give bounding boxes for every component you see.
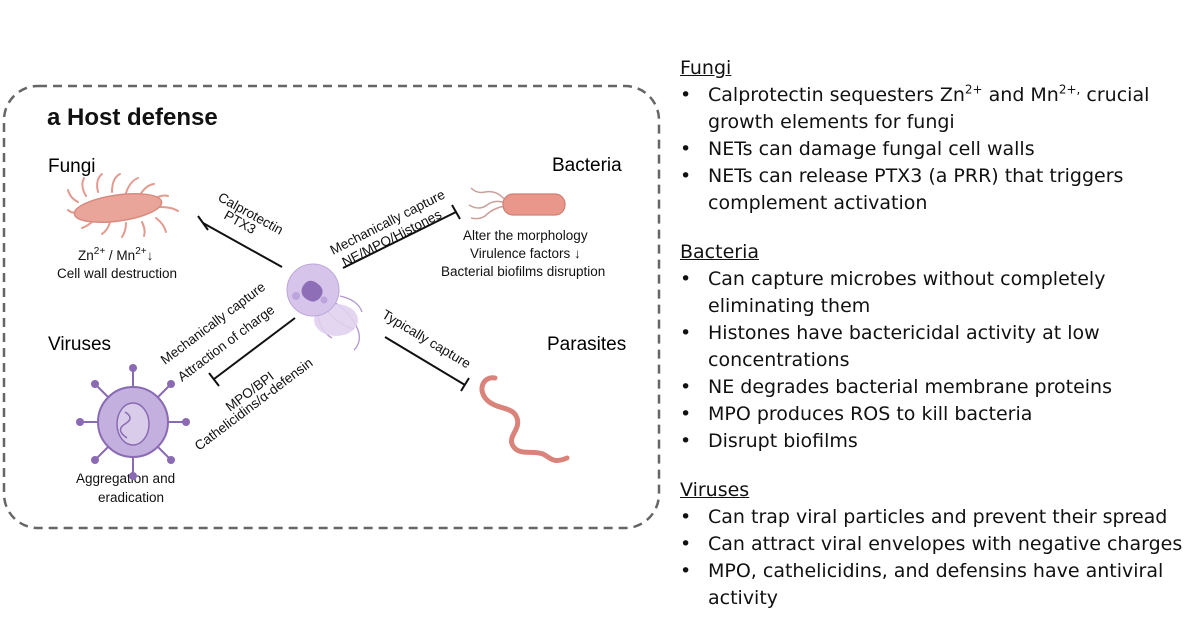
fungi-section: Fungi Calprotectin sequesters Zn2+ and M… [680,55,1185,217]
inhibition-arrows [197,204,470,392]
bacteria-bullet: Histones have bactericidal activity at l… [680,320,1185,374]
viruses-note-line1: Aggregation and [76,471,175,486]
notes-panel: Fungi Calprotectin sequesters Zn2+ and M… [680,55,1185,634]
bacteria-bullet: Disrupt biofilms [680,428,1185,455]
host-defense-diagram: a Host defense Fungi Bacteria Viruses Pa… [2,84,661,530]
fungi-note-line2: Cell wall destruction [57,266,177,281]
bacteria-heading: Bacteria [680,241,759,263]
fungi-heading: Fungi [680,57,732,79]
bacteria-section: Bacteria Can capture microbes without co… [680,239,1185,455]
bacteria-bullet: MPO produces ROS to kill bacteria [680,401,1185,428]
neutrophil-net-icon [286,263,363,351]
bacteria-note-line2: Virulence factors ↓ [470,246,581,261]
fungi-label: Fungi [48,156,96,177]
viruses-bullet: MPO, cathelicidins, and defensins have a… [680,558,1185,612]
viruses-heading: Viruses [680,479,750,501]
viruses-note-line2: eradication [98,490,164,505]
bacterium-icon [468,187,566,220]
bacteria-bullet: NE degrades bacterial membrane proteins [680,374,1185,401]
fungus-icon [67,173,179,238]
virus-icon [76,364,190,480]
parasites-label: Parasites [547,334,626,355]
bacteria-label: Bacteria [552,155,622,176]
arrow-viruses-lower-line2: Cathelicidins/α-defensin [192,355,316,453]
bacteria-note-line3: Bacterial biofilms disruption [441,264,605,279]
fungi-bullet: NETs can damage fungal cell walls [680,136,1185,163]
viruses-bullet: Can trap viral particles and prevent the… [680,504,1185,531]
panel-frame [2,84,661,530]
fungi-bullet: Calprotectin sequesters Zn2+ and Mn2+, c… [680,82,1185,136]
viruses-section: Viruses Can trap viral particles and pre… [680,477,1185,612]
viruses-bullet: Can attract viral envelopes with negativ… [680,531,1185,558]
panel-title: a Host defense [47,104,218,131]
bacteria-bullet: Can capture microbes without completely … [680,266,1185,320]
viruses-label: Viruses [48,334,111,355]
fungi-note-line1: Zn2+ / Mn2+↓ [78,246,153,263]
parasite-icon [479,375,570,463]
bacteria-note-line1: Alter the morphology [463,228,588,243]
fungi-bullet: NETs can release PTX3 (a PRR) that trigg… [680,163,1185,217]
